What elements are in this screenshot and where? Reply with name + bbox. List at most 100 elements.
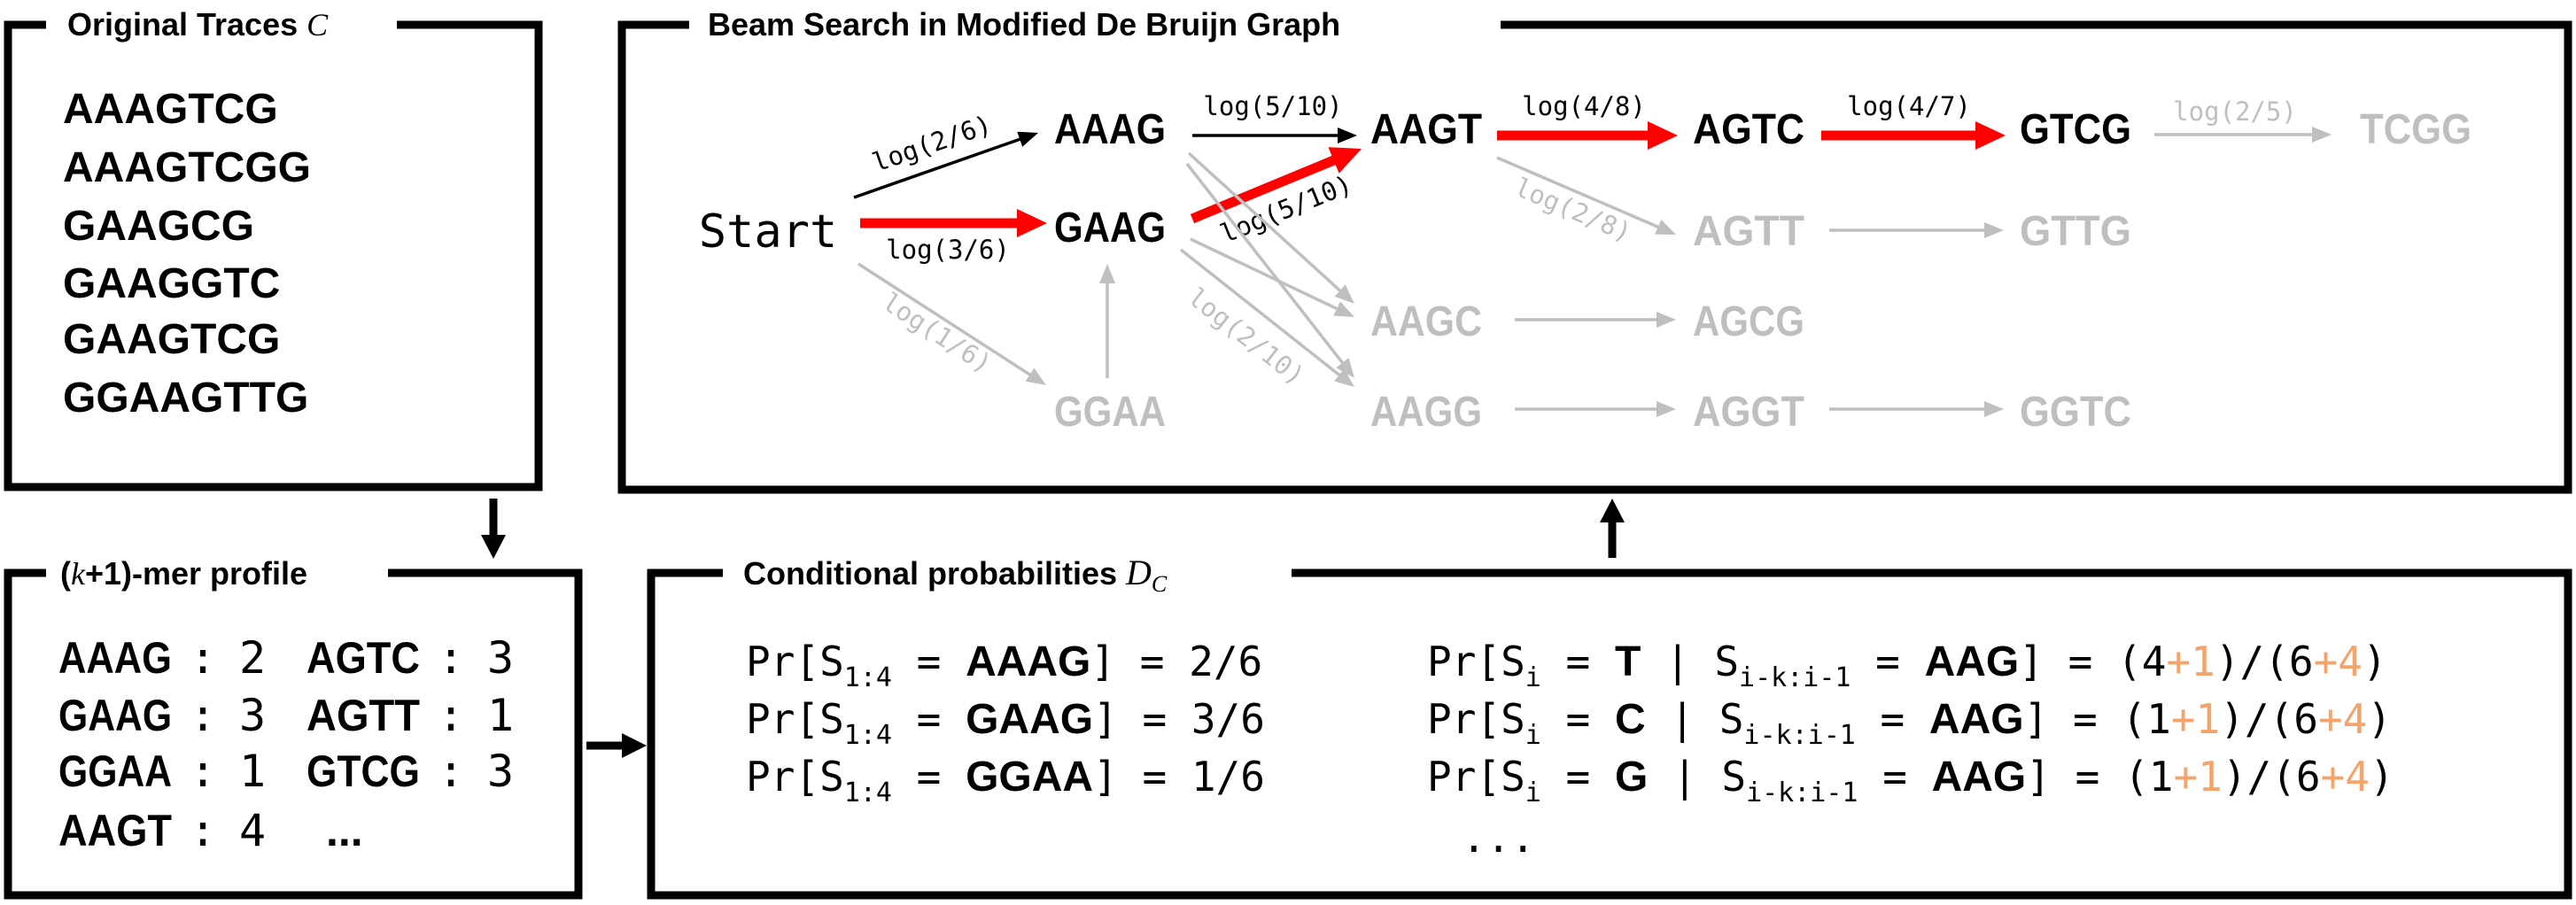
expr-sub: i [1525,662,1541,693]
edge-ggaa-gaag [1099,264,1115,378]
kmer: GAAG [58,691,172,740]
edge-weight-label: log(4/8) [1522,91,1646,121]
profile-entry: GAAG:3 [58,690,266,741]
arrowhead-icon [1984,222,2004,238]
edge-gaag-aagc [1190,237,1354,317]
expr-bold: AAG [1925,638,2020,685]
trace-sequence: GAAGGTC [63,260,280,307]
kmer: GGAA [58,746,172,796]
expr-mono: )/(6 [2223,753,2321,801]
flow-arrows [481,499,1625,758]
expr-mono: = [892,753,966,801]
expr-orange: +1 [2166,638,2215,685]
separator: : [190,690,216,741]
arrowhead-icon [1984,401,2004,417]
expr-bold: GAAG [966,696,1093,743]
graph-panel: Beam Search in Modified De Bruijn Graph … [617,6,2572,494]
profile-panel: (k+1)-mer profile AAAG:2GAAG:3GGAA:1AAGT… [4,555,583,900]
arrowhead-icon [1334,368,1354,387]
traces-panel-title: Original Traces C [67,6,329,43]
edge-start-gaag: log(3/6) [860,209,1047,265]
arrowhead-icon [2312,127,2332,143]
graph-node-gaag: GAAG [1054,205,1166,251]
probability-expression: Pr[Si = G | Si-k:i-1 = AAG] = (1+1)/(6+4… [1427,753,2394,808]
trace-sequence: AAAGTCGG [63,144,311,191]
expr-mono: Pr[S [1427,753,1525,801]
expr-mono: ] = 3/6 [1093,695,1265,743]
expr-mono: ] = (1 [2026,753,2173,801]
kmer: AAGT [58,806,172,855]
probability-expression: Pr[S1:4 = GGAA] = 1/6 [746,753,1265,808]
edge-line [853,136,1022,199]
separator: : [190,746,216,797]
edge-start-ggaa: log(1/6) [857,262,1046,385]
separator: : [190,805,216,856]
probabilities-panel-title: Conditional probabilities DC [743,553,1168,597]
arrowhead-icon [1336,358,1354,378]
start-node: Start [699,205,838,259]
separator: : [438,690,464,741]
title-text: Conditional probabilities [743,555,1117,592]
expr-sub: 1:4 [844,777,892,808]
traces-title-text: Original Traces [67,6,298,43]
expr-bold: AAG [1932,754,2027,801]
kmer: AGTT [306,691,420,740]
kmer-count: 3 [487,746,514,797]
expr-orange: +1 [2171,695,2220,743]
expr-mono: )/(6 [2215,638,2314,685]
arrow-probabilities-to-graph [1600,499,1625,558]
graph-node-agtt: AGTT [1693,208,1804,255]
edge-aagc-agcg [1515,312,1676,328]
title-gap [689,9,1501,44]
arrowhead-icon [1975,121,2006,150]
expr-mono: ] = 2/6 [1090,638,1262,685]
probability-expression: Pr[Si = T | Si-k:i-1 = AAG] = (4+1)/(6+4… [1427,638,2387,693]
arrowhead-icon [1025,367,1046,385]
edge-aggt-ggtc [1829,401,2004,417]
expr-mono: Pr[S [1427,638,1525,685]
probability-lines: Pr[S1:4 = AAAG] = 2/6Pr[S1:4 = GAAG] = 3… [746,638,2394,862]
kmer-count: 3 [239,690,266,741]
profile-entry: AAGT:4 [58,805,266,856]
expr-bold: AAG [1929,696,2024,743]
kmer-count: 3 [487,632,514,684]
profile-entry: GGAA:1 [58,746,266,797]
edge-line [1496,156,1661,229]
expr-mono: = [892,695,966,743]
arrowhead-icon [1334,284,1354,304]
title-k: k [71,556,86,592]
graph-node-agtc: AGTC [1693,106,1804,153]
title-gap [46,9,397,44]
graph-node-aagc: AAGC [1370,298,1482,345]
title-part: +1)-mer profile [85,555,307,592]
traces-panel: Original Traces C AAAGTCGAAAGTCGGGAAGCGG… [4,6,543,491]
edge-gaag-aagg: log(2/10) [1179,248,1354,391]
expr-mono: = [1541,753,1615,801]
title-part: ( [60,555,71,592]
traces-list: AAAGTCGAAAGTCGGGAAGCGGAAGGTCGAAGTCGGGAAG… [63,86,311,422]
graph-node-ggaa: GGAA [1054,389,1166,436]
trace-sequence: GAAGTCG [63,316,280,363]
expr-sub: i-k:i-1 [1739,662,1851,693]
graph-node-agcg: AGCG [1693,298,1804,345]
expr-orange: +1 [2173,753,2222,801]
graph-node-ggtc: GGTC [2020,389,2131,436]
trace-sequence: GAAGCG [63,203,254,250]
edge-aaag-aagc [1187,151,1354,304]
expr-mono: = [1851,638,1924,685]
edge-weight-label: log(5/10) [1203,91,1342,121]
expr-sub: i-k:i-1 [1746,777,1858,808]
edge-weight-label: log(4/7) [1847,91,1971,121]
expr-sub: 1:4 [844,662,892,693]
graph-node-aagt: AAGT [1370,106,1482,153]
expr-mono: ) [2370,753,2394,801]
arrowhead-icon [1333,301,1354,317]
expr-bold: C [1615,696,1646,743]
edge-line [1179,248,1342,377]
edge-line [1190,237,1339,311]
graph-panel-frame [617,20,2572,494]
expr-sub: i-k:i-1 [1743,720,1855,751]
graph-node-gttg: GTTG [2020,208,2131,255]
edge-aagg-aggt [1515,401,1676,417]
edge-weight-label: log(2/6) [868,109,995,178]
